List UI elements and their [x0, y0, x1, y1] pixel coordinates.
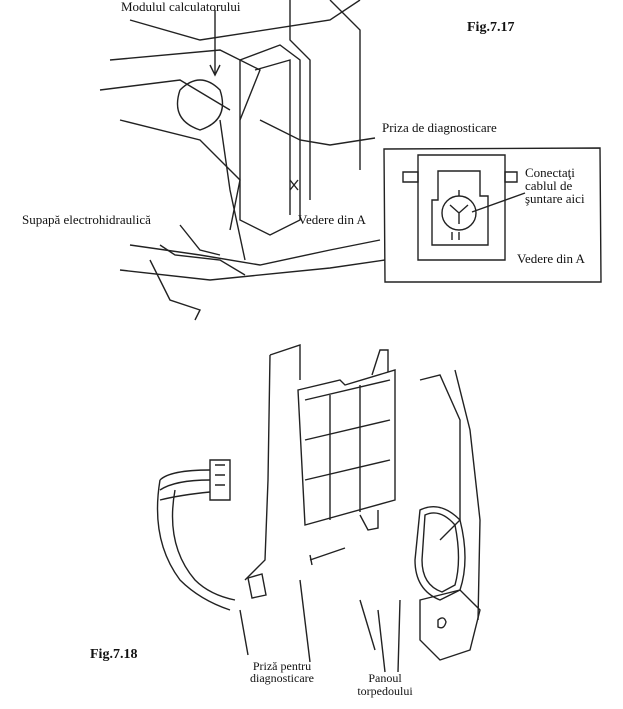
dashboard-panel-label: Panoul torpedoului [350, 672, 420, 698]
view-a-label: Vedere din A [298, 212, 366, 227]
diagnostic-plug-label: Priză pentru diagnosticare [240, 660, 324, 684]
fig-7-18-caption: Fig.7.18 [90, 647, 138, 662]
engine-bay-illustration [99, 0, 386, 321]
inset-view-label: Vedere din A [517, 251, 585, 266]
diagnostic-socket-label: Priza de diagnosticare [382, 120, 497, 135]
valve-label: Supapă electrohidraulică [22, 212, 151, 227]
inset-line-2: cablul de [525, 178, 573, 193]
panel-line-1: Panoul [368, 671, 402, 685]
inset-instruction: Conectaţi cablul de şuntare aici [525, 166, 585, 205]
module-label: Modulul calculatorului [121, 0, 241, 14]
inset-view-a [383, 147, 602, 283]
fig-7-17-caption: Fig.7.17 [467, 20, 515, 35]
panel-line-2: torpedoului [357, 684, 413, 698]
ecu-module-illustration [156, 344, 481, 673]
inset-line-1: Conectaţi [525, 165, 575, 180]
diag-plug-line-1: Priză pentru [252, 659, 312, 673]
inset-line-3: şuntare aici [525, 191, 585, 206]
diag-plug-line-2: diagnosticare [250, 671, 314, 685]
